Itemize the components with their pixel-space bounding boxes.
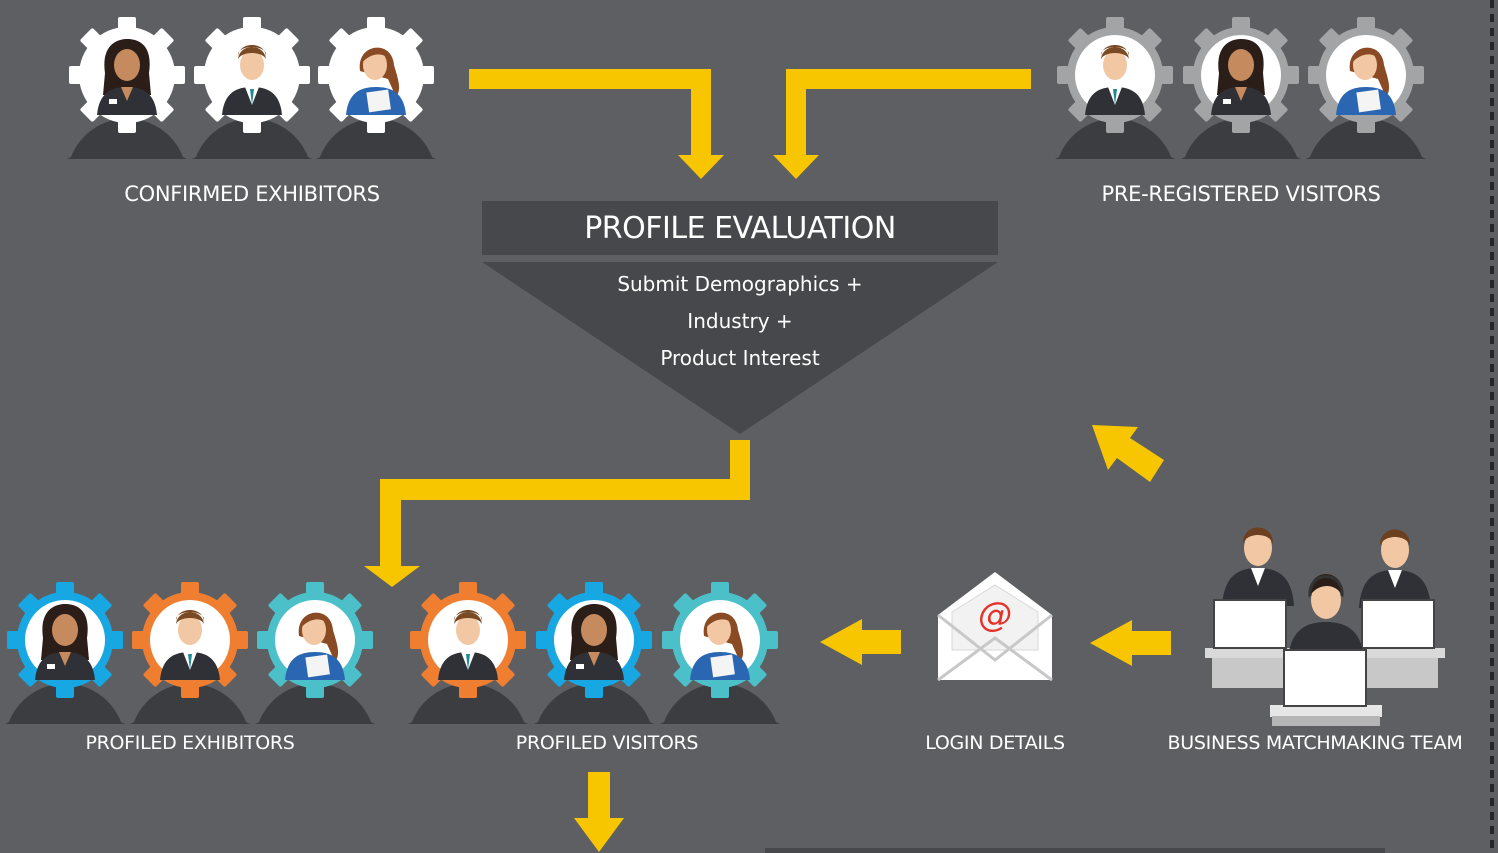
gear-icon — [192, 17, 312, 159]
gear-icon — [67, 17, 187, 159]
bottom-panel — [765, 848, 1385, 853]
criteria-line: Industry + — [687, 309, 793, 333]
profile-evaluation-title: PROFILE EVALUATION — [482, 201, 998, 255]
at-symbol: @ — [978, 595, 1012, 635]
pre-registered-visitors-label: PRE-REGISTERED VISITORS — [1101, 182, 1381, 206]
email-icon: @ — [937, 572, 1053, 682]
gear-icon — [1306, 17, 1426, 159]
arrow-left-to-profiled — [820, 619, 901, 665]
arrow-from-visitors — [773, 69, 1031, 179]
criteria-line: Product Interest — [660, 346, 820, 370]
arrow-left-to-email — [1090, 620, 1171, 666]
profiled-visitors-label: PROFILED VISITORS — [515, 732, 699, 754]
gear-icon — [255, 582, 375, 724]
profiled-exhibitors-label: PROFILED EXHIBITORS — [85, 732, 295, 754]
profile-evaluation-criteria: Submit Demographics + Industry + Product… — [540, 266, 940, 377]
arrow-up-left — [1092, 425, 1164, 482]
criteria-line: Submit Demographics + — [617, 272, 863, 296]
arrow-down-bottom — [574, 772, 624, 852]
woman-avatar-icon — [336, 35, 416, 115]
gear-icon — [130, 582, 250, 724]
woman-avatar-icon — [87, 35, 167, 115]
arrow-from-exhibitors — [469, 69, 724, 179]
gear-icon — [660, 582, 780, 724]
man-avatar-icon — [212, 35, 292, 115]
profiled-exhibitors-group — [5, 582, 375, 724]
gear-icon — [316, 17, 436, 159]
profiled-visitors-group — [408, 582, 780, 724]
evaluation-funnel — [482, 262, 998, 434]
gear-icon — [1055, 17, 1175, 159]
confirmed-exhibitors-group — [67, 17, 436, 159]
gear-icon — [1181, 17, 1301, 159]
pre-registered-visitors-group — [1055, 17, 1426, 159]
confirmed-exhibitors-label: CONFIRMED EXHIBITORS — [124, 182, 380, 206]
gear-icon — [534, 582, 654, 724]
business-matchmaking-team-label: BUSINESS MATCHMAKING TEAM — [1167, 732, 1463, 754]
gear-icon — [5, 582, 125, 724]
gear-icon — [408, 582, 528, 724]
arrow-to-profiled — [364, 440, 750, 587]
login-details-label: LOGIN DETAILS — [925, 732, 1065, 754]
matchmaking-team-icon — [1205, 527, 1445, 726]
